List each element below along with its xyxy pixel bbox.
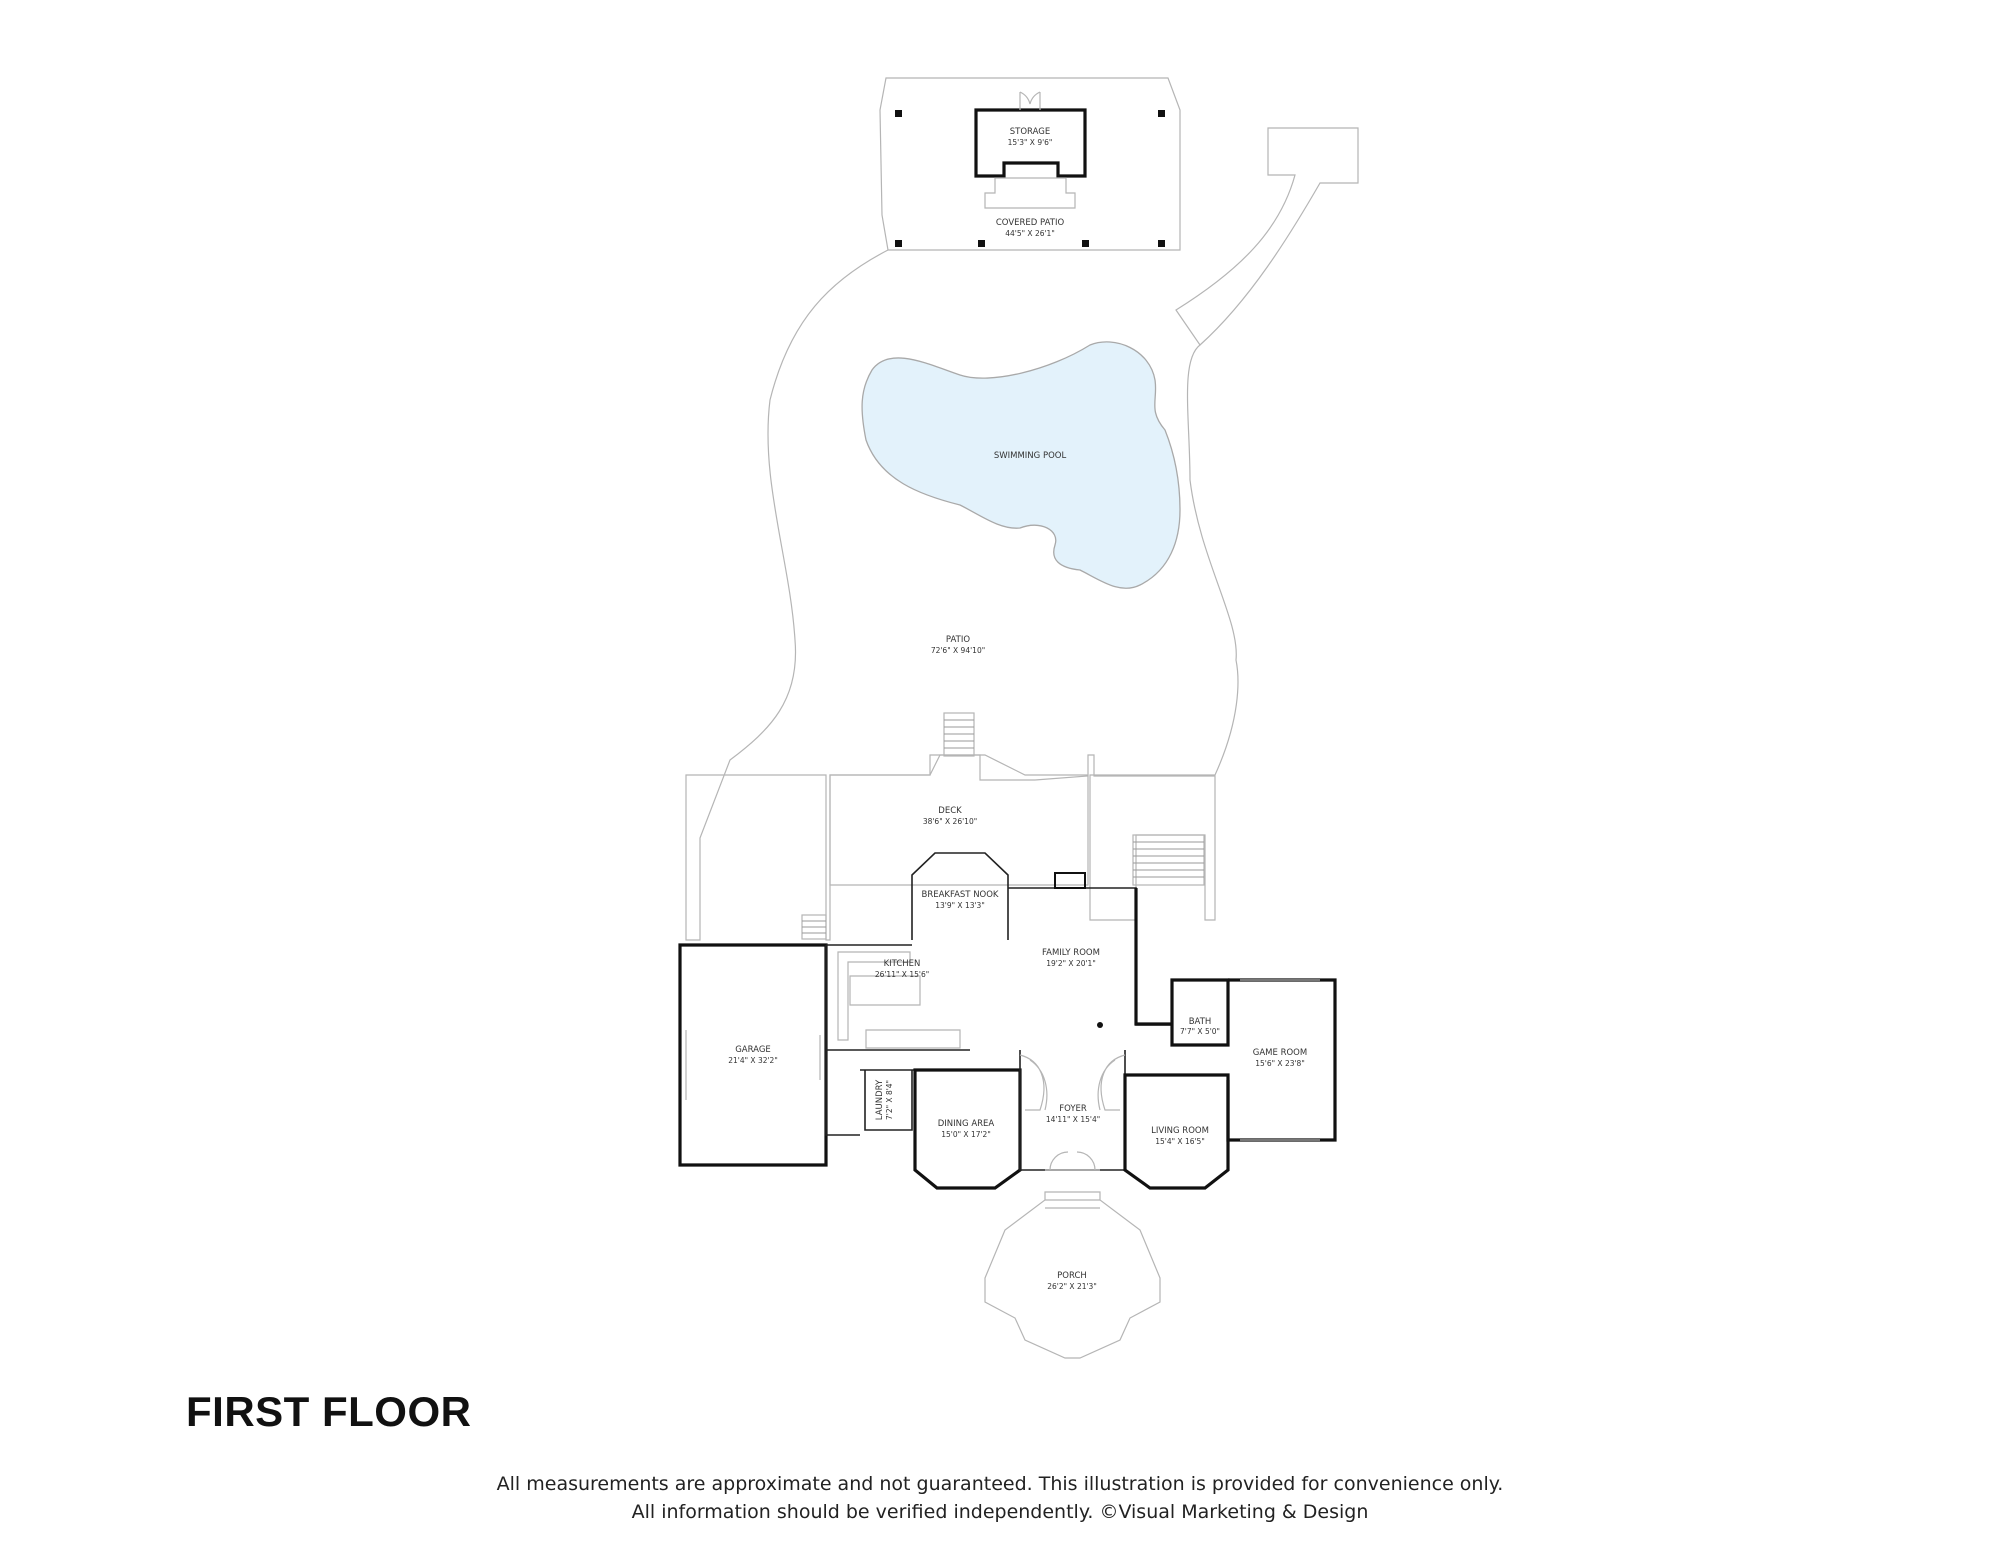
garage-door-markings bbox=[685, 1030, 821, 1100]
fireplace bbox=[1054, 872, 1086, 889]
garage-dims: 21'4" X 32'2" bbox=[728, 1056, 778, 1065]
kitchen-counters bbox=[837, 951, 961, 1049]
storage-walls bbox=[974, 108, 1087, 178]
porch-dims: 26'2" X 21'3" bbox=[1047, 1282, 1097, 1291]
side-stairs bbox=[1132, 834, 1205, 886]
porch-steps bbox=[1045, 1199, 1100, 1209]
storage-door bbox=[1019, 91, 1041, 110]
garden-walkway bbox=[1175, 127, 1359, 346]
floor-title: FIRST FLOOR bbox=[186, 1388, 472, 1435]
storage-step bbox=[984, 177, 1076, 209]
deck-dims: 38'6" X 26'10" bbox=[923, 817, 977, 826]
bath-walls bbox=[1170, 978, 1230, 1047]
game-room-dims: 15'6" X 23'8" bbox=[1255, 1059, 1305, 1068]
breakfast-nook-walls bbox=[911, 852, 1009, 940]
deck-label: DECK bbox=[938, 806, 962, 816]
game-room-window-marks bbox=[1240, 979, 1320, 1141]
family-room-label: FAMILY ROOM bbox=[1042, 948, 1100, 958]
living-room-label: LIVING ROOM bbox=[1151, 1126, 1209, 1136]
swimming-pool-label: SWIMMING POOL bbox=[994, 451, 1067, 461]
dining-area-dims: 15'0" X 17'2" bbox=[941, 1130, 991, 1139]
foyer-dims: 14'11" X 15'4" bbox=[1046, 1115, 1100, 1124]
porch-outline bbox=[984, 1191, 1161, 1359]
center-dot bbox=[1097, 1022, 1103, 1028]
living-room-dims: 15'4" X 16'5" bbox=[1155, 1137, 1205, 1146]
garage-label: GARAGE bbox=[735, 1045, 771, 1055]
bath-dims: 7'7" X 5'0" bbox=[1180, 1027, 1220, 1036]
laundry-walls bbox=[864, 1070, 913, 1131]
small-stairs bbox=[801, 914, 827, 940]
deck-outline bbox=[829, 754, 1089, 886]
kitchen-label: KITCHEN bbox=[884, 959, 921, 969]
dining-area-label: DINING AREA bbox=[938, 1119, 995, 1129]
foyer-stair-left bbox=[1019, 1054, 1048, 1111]
deck-stairs bbox=[943, 712, 975, 757]
living-room-walls bbox=[1123, 1073, 1230, 1190]
swimming-pool bbox=[861, 341, 1181, 589]
entry-doors bbox=[1045, 1151, 1100, 1171]
garage-walls bbox=[678, 943, 828, 1167]
covered-patio-outline bbox=[879, 77, 1181, 251]
patio-dims: 72'6" X 94'10" bbox=[931, 646, 985, 655]
disclaimer: All measurements are approximate and not… bbox=[0, 1470, 2000, 1526]
storage-dims: 15'3" X 9'6" bbox=[1008, 138, 1053, 147]
kitchen-dims: 26'11" X 15'6" bbox=[875, 970, 929, 979]
foyer-stair-right bbox=[1097, 1054, 1126, 1111]
patio-columns bbox=[895, 110, 1165, 247]
covered-patio-label: COVERED PATIO bbox=[996, 218, 1065, 228]
covered-patio-dims: 44'5" X 26'1" bbox=[1005, 229, 1055, 238]
family-room-dims: 19'2" X 20'1" bbox=[1046, 959, 1096, 968]
breakfast-nook-label: BREAKFAST NOOK bbox=[921, 890, 998, 900]
foyer-label: FOYER bbox=[1059, 1104, 1087, 1114]
storage-label: STORAGE bbox=[1010, 127, 1050, 137]
game-room-label: GAME ROOM bbox=[1253, 1048, 1307, 1058]
bath-label: BATH bbox=[1189, 1017, 1212, 1027]
disclaimer-line-2: All information should be verified indep… bbox=[631, 1501, 1369, 1523]
laundry-dims: 7'2" X 8'4" bbox=[885, 1080, 894, 1120]
family-room-wall bbox=[1134, 888, 1172, 1026]
patio-label: PATIO bbox=[946, 635, 970, 645]
laundry-label: LAUNDRY bbox=[875, 1079, 885, 1120]
breakfast-nook-dims: 13'9" X 13'3" bbox=[935, 901, 985, 910]
dining-area-walls bbox=[913, 1068, 1022, 1190]
patio-outline bbox=[685, 249, 1239, 941]
porch-label: PORCH bbox=[1057, 1271, 1087, 1281]
disclaimer-line-1: All measurements are approximate and not… bbox=[496, 1473, 1504, 1495]
